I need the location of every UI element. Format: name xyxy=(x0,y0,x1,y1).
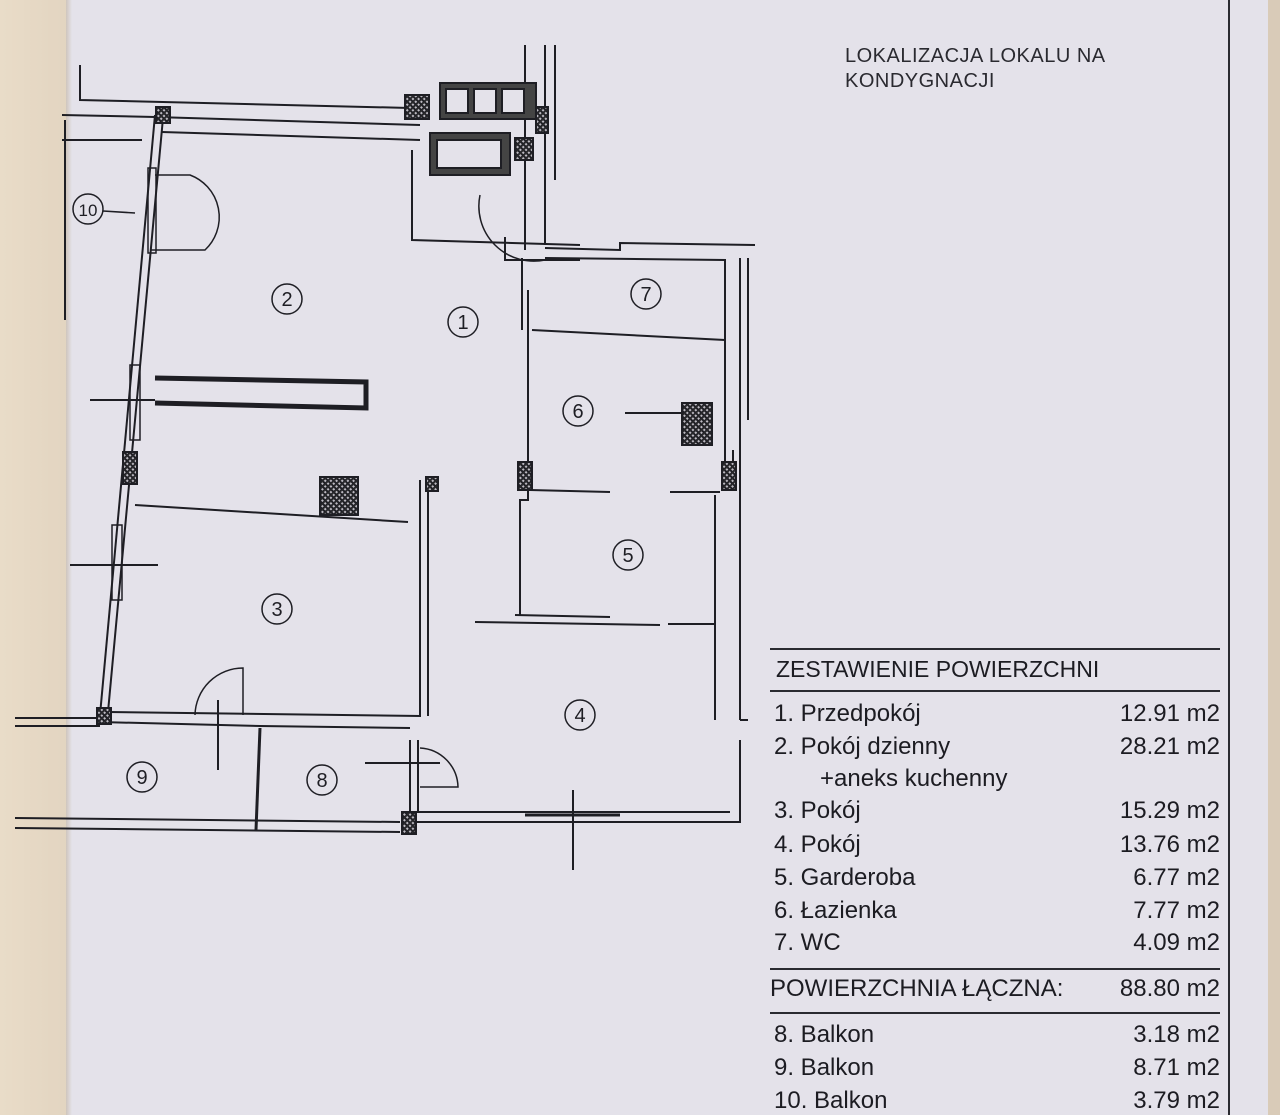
room-number: 10 xyxy=(79,201,98,220)
room-label-4: 4 xyxy=(564,699,596,731)
frame-border xyxy=(1228,0,1230,1115)
room-number: 9 xyxy=(136,767,147,789)
divider xyxy=(770,690,1220,692)
row-label: 8. Balkon xyxy=(774,1021,875,1048)
room-label-8: 8 xyxy=(306,764,338,796)
row-value: 13.76 m2 xyxy=(1119,831,1220,858)
room-number: 1 xyxy=(457,312,468,334)
outer-walls xyxy=(14,45,756,870)
room-label-1: 1 xyxy=(447,306,479,338)
paper-fold xyxy=(66,0,72,1115)
row-value: 7.77 m2 xyxy=(1133,897,1220,924)
paper-edge xyxy=(0,0,72,1115)
room-label-7: 7 xyxy=(630,278,662,310)
total-value: 88.80 m2 xyxy=(1119,975,1220,1002)
row-label: +aneks kuchenny xyxy=(820,765,1008,792)
columns xyxy=(96,106,737,835)
paper-right-edge xyxy=(1268,0,1280,1115)
row-value: 15.29 m2 xyxy=(1119,797,1220,824)
room-label-3: 3 xyxy=(261,593,293,625)
room-label-2: 2 xyxy=(271,283,303,315)
row-label: 4. Pokój xyxy=(774,831,861,858)
room-number: 4 xyxy=(574,705,585,727)
room-label-6: 6 xyxy=(562,395,594,427)
row-label: 10. Balkon xyxy=(774,1087,888,1114)
row-value: 28.21 m2 xyxy=(1119,733,1220,760)
row-value: 3.18 m2 xyxy=(1133,1021,1220,1048)
row-value: 8.71 m2 xyxy=(1133,1054,1220,1081)
room-number: 3 xyxy=(271,599,282,621)
row-label: 1. Przedpokój xyxy=(774,700,921,727)
row-label: 2. Pokój dzienny xyxy=(774,733,951,760)
doors xyxy=(111,167,546,788)
title-line-1: LOKALIZACJA LOKALU NA xyxy=(845,45,1106,67)
room-number: 8 xyxy=(316,770,327,792)
room-number: 7 xyxy=(640,284,651,306)
divider xyxy=(770,968,1220,970)
row-label: 9. Balkon xyxy=(774,1054,875,1081)
row-value: 6.77 m2 xyxy=(1133,864,1220,891)
row-value: 4.09 m2 xyxy=(1133,929,1220,956)
room-label-9: 9 xyxy=(126,761,158,793)
row-label: 5. Garderoba xyxy=(774,864,916,891)
divider xyxy=(770,648,1220,650)
kitchen-counter xyxy=(154,375,369,411)
room-number: 6 xyxy=(572,401,583,423)
room-label-10: 10 xyxy=(72,193,136,225)
total-label: POWIERZCHNIA ŁĄCZNA: xyxy=(770,975,1064,1002)
room-number: 2 xyxy=(281,289,292,311)
table-heading: ZESTAWIENIE POWIERZCHNI xyxy=(776,656,1100,682)
title-line-2: KONDYGNACJI xyxy=(845,70,995,92)
row-label: 7. WC xyxy=(774,929,841,956)
row-value: 12.91 m2 xyxy=(1119,700,1220,727)
row-label: 3. Pokój xyxy=(774,797,861,824)
ventilation-shafts xyxy=(319,82,713,516)
room-number-labels: 1 2 3 4 5 6 7 8 9 10 xyxy=(72,193,662,796)
row-value: 3.79 m2 xyxy=(1133,1087,1220,1114)
room-label-5: 5 xyxy=(612,539,644,571)
row-label: 6. Łazienka xyxy=(774,897,897,924)
divider xyxy=(770,1012,1220,1014)
room-number: 5 xyxy=(622,545,633,567)
location-title: LOKALIZACJA LOKALU NA KONDYGNACJI xyxy=(845,44,1106,94)
